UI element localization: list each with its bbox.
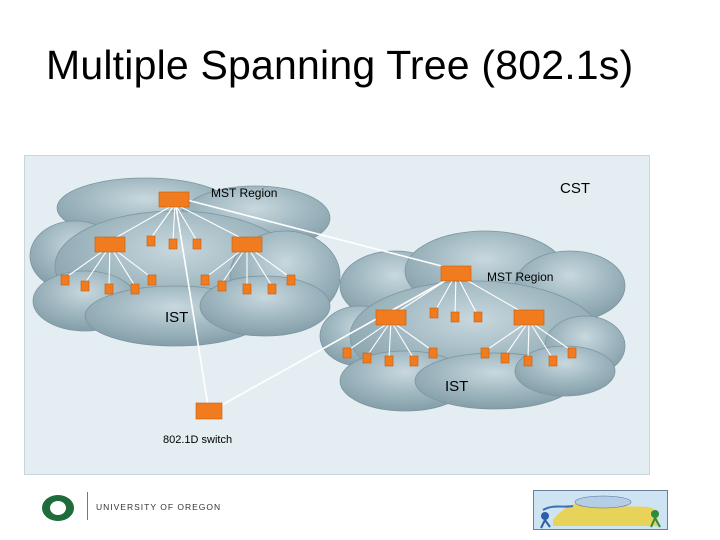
label-mst-region-left: MST Region: [211, 186, 278, 200]
switch-leaf: [523, 355, 533, 367]
switch-leaf: [548, 355, 558, 367]
network-diagram: MST Region CST MST Region IST IST 802.1D…: [24, 155, 650, 475]
switches: [60, 191, 577, 420]
switch-leaf: [362, 352, 372, 364]
label-ist-right: IST: [445, 378, 469, 395]
switch-leaf: [217, 280, 227, 292]
switch-leaf: [147, 274, 157, 286]
switch-left-small-2: [168, 238, 178, 250]
switch-left-small-1: [146, 235, 156, 247]
switch-right-a: [375, 309, 407, 326]
nsrc-logo-icon: [533, 490, 668, 530]
university-name: UNIVERSITY OF OREGON: [96, 502, 222, 512]
footer-divider: [87, 492, 88, 520]
switch-leaf: [104, 283, 114, 295]
switch-8021d: [195, 402, 223, 420]
cloud-right: [319, 230, 626, 412]
switch-root-right: [440, 265, 472, 282]
switch-leaf: [500, 352, 510, 364]
switch-leaf: [342, 347, 352, 359]
switch-leaf: [130, 283, 140, 295]
switch-leaf: [567, 347, 577, 359]
page-title: Multiple Spanning Tree (802.1s): [46, 42, 634, 88]
switch-right-small-1: [429, 307, 439, 319]
switch-left-a: [94, 236, 126, 253]
label-8021d-switch: 802.1D switch: [163, 434, 233, 446]
switch-leaf: [409, 355, 419, 367]
switch-right-small-2: [450, 311, 460, 323]
switch-left-small-3: [192, 238, 202, 250]
label-cst: CST: [560, 180, 590, 197]
switch-right-small-3: [473, 311, 483, 323]
switch-leaf: [384, 355, 394, 367]
label-mst-region-right: MST Region: [487, 270, 554, 284]
switch-leaf: [480, 347, 490, 359]
switch-right-b: [513, 309, 545, 326]
uo-o-logo-icon: [42, 495, 74, 521]
switch-root-left: [158, 191, 190, 208]
switch-leaf: [80, 280, 90, 292]
switch-leaf: [286, 274, 296, 286]
switch-leaf: [242, 283, 252, 295]
switch-leaf: [428, 347, 438, 359]
cst-links: [174, 199, 458, 407]
switch-leaf: [267, 283, 277, 295]
switch-left-b: [231, 236, 263, 253]
label-ist-left: IST: [165, 309, 189, 326]
switch-leaf: [200, 274, 210, 286]
switch-leaf: [60, 274, 70, 286]
